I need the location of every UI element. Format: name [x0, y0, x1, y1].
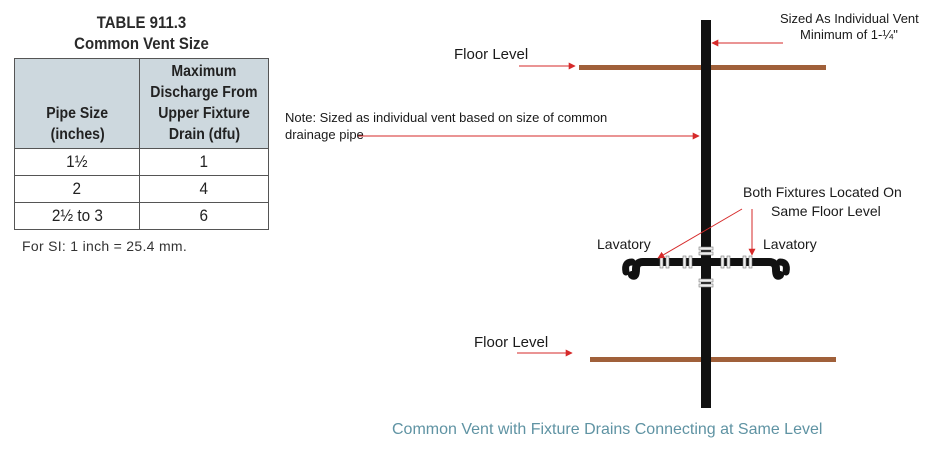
fixtures-note-line1: Both Fixtures Located On [743, 184, 902, 200]
note-line2: drainage pipe [285, 127, 364, 142]
cell-dfu: 4 [139, 175, 269, 203]
floor-slab-lower [590, 357, 836, 362]
vent-size-note-line2: Minimum of 1-¼" [800, 27, 898, 42]
fixtures-note-line2: Same Floor Level [771, 203, 881, 219]
lavatory-label-left: Lavatory [597, 236, 651, 252]
cell-pipe-size: 2½ to 3 [13, 202, 141, 230]
table-row: 2 4 [13, 175, 269, 203]
floor-level-label-upper: Floor Level [454, 46, 529, 63]
header-pipe-size: Pipe Size(inches) [13, 58, 141, 149]
si-conversion-note: For SI: 1 inch = 25.4 mm. [22, 238, 188, 254]
table-title: Common Vent Size [74, 34, 209, 53]
figure-caption: Common Vent with Fixture Drains Connecti… [392, 421, 823, 438]
table-row: 2½ to 3 6 [13, 202, 269, 230]
lavatory-label-right: Lavatory [763, 236, 817, 252]
vent-stack-pipe [701, 20, 711, 408]
vent-size-note-line1: Sized As Individual Vent [780, 11, 919, 26]
fixture-drain-right [711, 258, 790, 280]
pipe-fittings [659, 246, 753, 288]
cell-dfu: 6 [139, 202, 269, 230]
floor-level-label-lower: Floor Level [474, 334, 549, 351]
note-line1: Note: Sized as individual vent based on … [285, 110, 608, 125]
common-vent-size-table-block: TABLE 911.3 Common Vent Size Pipe Size(i… [13, 12, 269, 230]
fixture-drain-left [622, 258, 701, 280]
lavatory-left-arrow [657, 208, 743, 259]
table-number: TABLE 911.3 [96, 13, 187, 32]
